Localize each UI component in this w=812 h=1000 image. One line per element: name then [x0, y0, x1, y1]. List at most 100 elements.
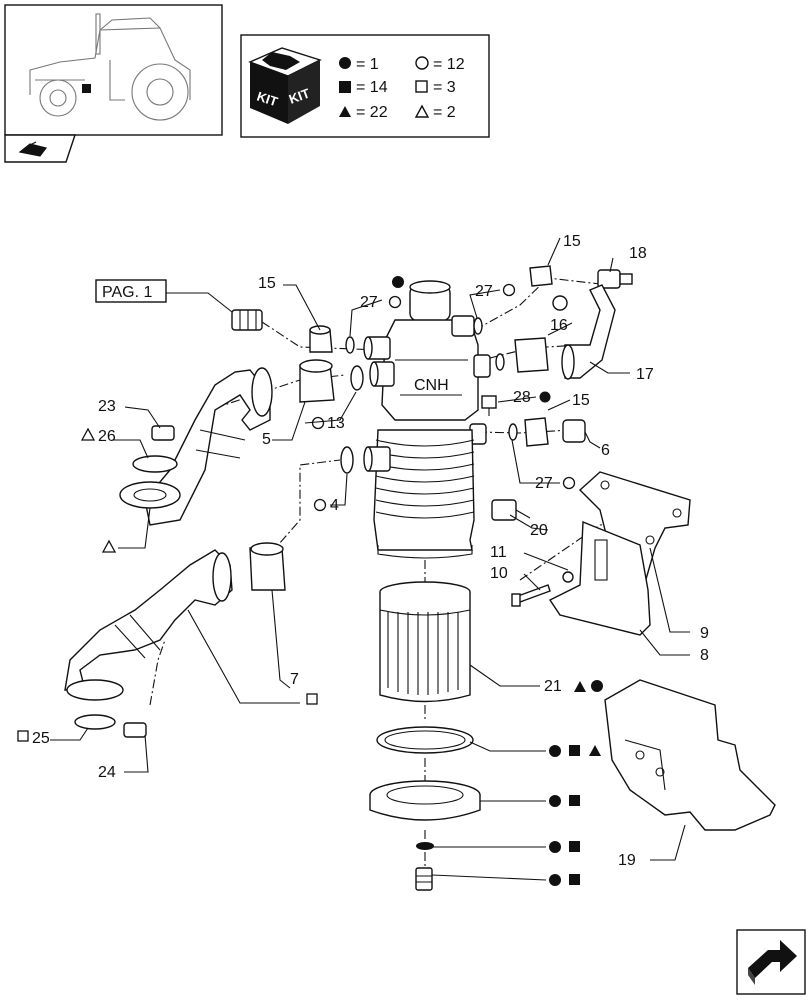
coupler-top-left[interactable]: [231, 309, 263, 331]
bolt-10[interactable]: [511, 584, 551, 607]
thumbnail-panel[interactable]: [4, 4, 223, 136]
filled-square-symbol: [569, 874, 580, 885]
location-marker: [82, 84, 91, 93]
page-reference-label: PAG. 1: [102, 284, 152, 301]
filled-square-symbol: [569, 745, 580, 756]
callout-27b: 27: [475, 283, 493, 300]
hose-clamp-lower[interactable]: [74, 714, 116, 730]
plug-28[interactable]: [481, 395, 497, 416]
callout-5: 5: [262, 431, 271, 448]
filled-triangle-symbol: [574, 681, 586, 692]
callout-18: 18: [629, 245, 647, 262]
callout-20: 20: [530, 522, 548, 539]
hose-clamp-upper[interactable]: [132, 455, 178, 473]
callout-9: 9: [700, 625, 709, 642]
open-square-symbol: [306, 693, 318, 705]
o-ring-27-left[interactable]: [345, 336, 355, 354]
o-ring-27-mid-right[interactable]: [508, 423, 518, 441]
page-reference[interactable]: PAG. 1: [95, 279, 233, 313]
legend-open-triangle-qty: = 2: [433, 104, 456, 121]
callout-27a: 27: [360, 294, 378, 311]
open-triangle-symbol: [414, 104, 430, 118]
o-ring-16-small[interactable]: [552, 295, 568, 311]
cap-6[interactable]: [562, 419, 586, 443]
callout-10: 10: [490, 565, 508, 582]
callout-6: 6: [601, 442, 610, 459]
filled-triangle-symbol: [339, 106, 351, 117]
callout-23: 23: [98, 398, 116, 415]
callout-13: 13: [327, 415, 345, 432]
callout-15a: 15: [258, 275, 276, 292]
sensor-plug-23[interactable]: [151, 425, 175, 441]
sealing-ring[interactable]: [376, 726, 474, 754]
lower-left-hose[interactable]: [64, 549, 233, 701]
open-square-symbol: [415, 80, 428, 93]
sleeve-15-right[interactable]: [524, 417, 549, 447]
small-o-ring[interactable]: [416, 842, 434, 850]
callout-26: 26: [98, 428, 116, 445]
bleed-screw-18[interactable]: [597, 269, 633, 289]
sleeve-7[interactable]: [249, 542, 286, 591]
sensor-plug-24[interactable]: [123, 722, 147, 738]
tractor-side-view-icon: [29, 13, 191, 121]
legend-open-square-qty: = 3: [433, 79, 456, 96]
housing-brand-text: CNH: [414, 377, 449, 394]
valve-20[interactable]: [491, 499, 531, 521]
callout-25: 25: [32, 730, 50, 747]
kit-legend: KIT KIT = 1 = 12 = 14 = 3 = 22 = 2: [240, 34, 490, 138]
o-ring-4[interactable]: [340, 446, 354, 474]
open-circle-symbol: [502, 283, 516, 297]
callout-15b: 15: [563, 233, 581, 250]
filter-housing[interactable]: CNH: [363, 280, 491, 559]
sleeve-15-left[interactable]: [309, 325, 333, 353]
filled-circle-symbol: [339, 57, 351, 69]
filled-circle-symbol: [591, 680, 603, 692]
elbow-fitting-17[interactable]: [561, 284, 616, 380]
leader-lines: [50, 237, 690, 881]
o-ring-16[interactable]: [495, 353, 505, 371]
sleeve-5[interactable]: [299, 359, 335, 403]
kit-word-left: KIT: [255, 89, 280, 110]
callout-15c: 15: [572, 392, 590, 409]
filled-circle-symbol: [549, 745, 561, 757]
legend-filled-triangle-qty: = 22: [356, 104, 388, 121]
drain-plug[interactable]: [415, 867, 433, 891]
upper-left-hose[interactable]: [119, 367, 273, 526]
callout-21: 21: [544, 678, 562, 695]
callout-28: 28: [513, 389, 531, 406]
filled-circle-symbol: [549, 795, 561, 807]
o-ring-27-top-right[interactable]: [473, 317, 483, 335]
filled-square-symbol: [569, 795, 580, 806]
open-circle-symbol: [562, 476, 576, 490]
o-ring-13[interactable]: [350, 365, 364, 391]
legend-filled-circle-qty: = 1: [356, 56, 379, 73]
callout-symbols: [17, 276, 603, 886]
filled-circle-symbol: [549, 874, 561, 886]
filter-element[interactable]: [379, 581, 471, 703]
callout-27c: 27: [535, 475, 553, 492]
legend-open-circle-qty: = 12: [433, 56, 465, 73]
open-circle-symbol: [313, 498, 327, 512]
open-circle-symbol: [311, 416, 325, 430]
callout-7: 7: [290, 671, 299, 688]
open-circle-symbol: [388, 295, 402, 309]
filled-square-symbol: [339, 81, 351, 93]
legend-filled-square-qty: = 14: [356, 79, 388, 96]
washer-11[interactable]: [562, 571, 574, 583]
open-circle-symbol: [415, 56, 429, 70]
filter-cover-cap[interactable]: [369, 780, 481, 821]
kit-word-right: KIT: [287, 86, 312, 107]
open-triangle-symbol: [101, 539, 117, 553]
bracket-8[interactable]: [548, 520, 651, 636]
callout-4: 4: [330, 497, 339, 514]
sleeve-15-top[interactable]: [529, 265, 553, 287]
next-page-arrow-icon[interactable]: [736, 929, 806, 995]
bracket-19[interactable]: [604, 679, 776, 831]
filled-circle-symbol: [539, 391, 551, 403]
open-square-symbol: [17, 730, 29, 742]
callout-19: 19: [618, 852, 636, 869]
callout-16: 16: [550, 317, 568, 334]
page-back-arrow-icon[interactable]: [4, 134, 76, 163]
sleeve-16[interactable]: [514, 337, 549, 373]
